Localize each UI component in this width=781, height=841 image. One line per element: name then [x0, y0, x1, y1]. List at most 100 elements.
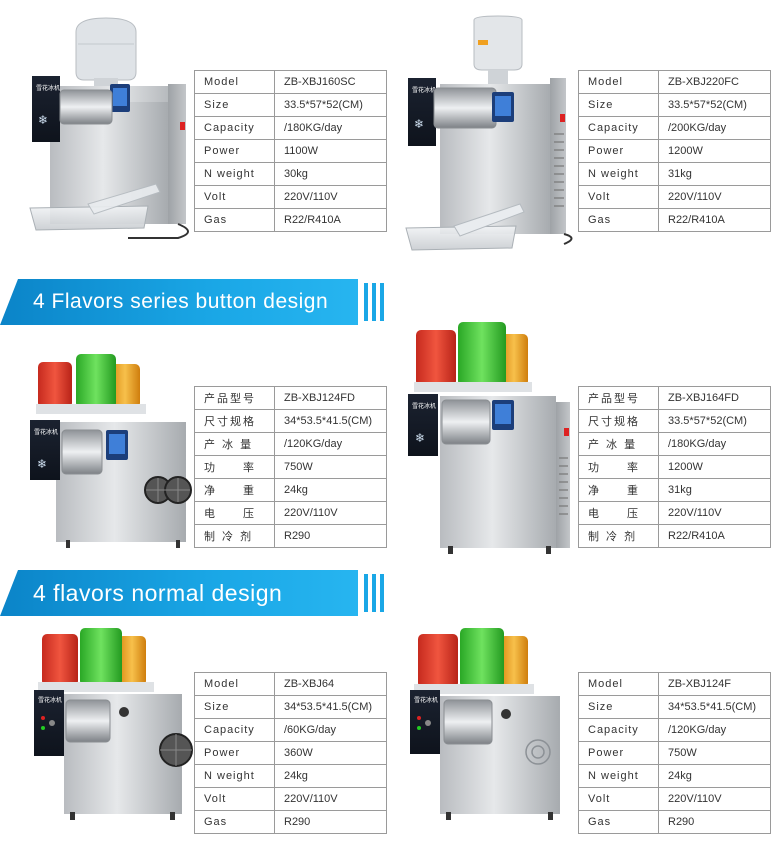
spec-value: R290: [658, 810, 771, 834]
spec-value: 31kg: [658, 478, 771, 502]
section-title: 4 Flavors series button design: [33, 290, 329, 313]
spec-key: N weight: [578, 162, 659, 186]
spec-row: 产 冰 量/120KG/day: [194, 432, 387, 456]
svg-text:雪花冰机: 雪花冰机: [414, 696, 438, 704]
svg-text:雪花冰机: 雪花冰机: [412, 86, 436, 94]
spec-row: Capacity/120KG/day: [578, 718, 771, 742]
spec-value: 24kg: [274, 478, 387, 502]
spec-value: ZB-XBJ160SC: [274, 70, 387, 94]
product-image-xbj164fd: 雪花冰机 ❄: [404, 318, 576, 558]
spec-value: /200KG/day: [658, 116, 771, 140]
spec-value: /60KG/day: [274, 718, 387, 742]
svg-text:❄: ❄: [38, 113, 48, 127]
spec-key: Power: [194, 741, 275, 765]
spec-key: 尺寸规格: [194, 409, 275, 433]
svg-text:❄: ❄: [415, 431, 425, 445]
spec-key: 电 压: [578, 501, 659, 525]
spec-value: 33.5*57*52(CM): [658, 409, 771, 433]
spec-key: Gas: [578, 810, 659, 834]
spec-value: 33.5*57*52(CM): [658, 93, 771, 117]
spec-key: Power: [578, 741, 659, 765]
spec-value: R22/R410A: [658, 524, 771, 548]
spec-value: 750W: [658, 741, 771, 765]
spec-key: 净 重: [194, 478, 275, 502]
spec-key: Volt: [578, 185, 659, 209]
spec-row: Capacity/180KG/day: [194, 116, 387, 140]
spec-key: Capacity: [578, 116, 659, 140]
spec-key: Size: [194, 93, 275, 117]
spec-key: Volt: [194, 185, 275, 209]
spec-key: N weight: [578, 764, 659, 788]
spec-key: 功 率: [578, 455, 659, 479]
spec-value: /120KG/day: [658, 718, 771, 742]
spec-value: 220V/110V: [658, 501, 771, 525]
spec-key: Size: [578, 695, 659, 719]
spec-value: 33.5*57*52(CM): [274, 93, 387, 117]
spec-value: 220V/110V: [658, 787, 771, 811]
spec-key: Capacity: [194, 116, 275, 140]
spec-value: 1100W: [274, 139, 387, 163]
spec-value: /180KG/day: [274, 116, 387, 140]
spec-key: Capacity: [578, 718, 659, 742]
spec-value: /120KG/day: [274, 432, 387, 456]
spec-key: Gas: [194, 810, 275, 834]
spec-key: 电 压: [194, 501, 275, 525]
spec-value: 30kg: [274, 162, 387, 186]
spec-value: 1200W: [658, 455, 771, 479]
banner-stripe: [372, 283, 376, 321]
svg-text:❄: ❄: [414, 117, 424, 131]
spec-value: R290: [274, 810, 387, 834]
svg-text:❄: ❄: [37, 457, 47, 471]
spec-key: 功 率: [194, 455, 275, 479]
spec-key: Volt: [578, 787, 659, 811]
spec-value: 220V/110V: [274, 185, 387, 209]
product-image-xbj220fc: 雪花冰机 ❄: [404, 14, 576, 254]
product-image-xbj160sc: 雪花冰机 ❄: [28, 14, 193, 244]
spec-key: 产 冰 量: [194, 432, 275, 456]
spec-key: Capacity: [194, 718, 275, 742]
spec-key: Model: [194, 672, 275, 696]
spec-value: 24kg: [274, 764, 387, 788]
spec-key: Power: [194, 139, 275, 163]
spec-key: 产品型号: [578, 386, 659, 410]
spec-key: Volt: [194, 787, 275, 811]
spec-key: Gas: [578, 208, 659, 232]
spec-row: Capacity/60KG/day: [194, 718, 387, 742]
svg-text:雪花冰机: 雪花冰机: [412, 402, 436, 410]
banner-stripe: [372, 574, 376, 612]
spec-key: N weight: [194, 764, 275, 788]
spec-value: ZB-XBJ124FD: [274, 386, 387, 410]
spec-key: 产 冰 量: [578, 432, 659, 456]
spec-value: 34*53.5*41.5(CM): [658, 695, 771, 719]
spec-key: N weight: [194, 162, 275, 186]
spec-value: R22/R410A: [658, 208, 771, 232]
spec-row: 产 冰 量/180KG/day: [578, 432, 771, 456]
spec-value: ZB-XBJ124F: [658, 672, 771, 696]
product-image-xbj124f: 雪花冰机: [406, 626, 574, 822]
spec-key: 尺寸规格: [578, 409, 659, 433]
spec-key: 制 冷 剂: [194, 524, 275, 548]
